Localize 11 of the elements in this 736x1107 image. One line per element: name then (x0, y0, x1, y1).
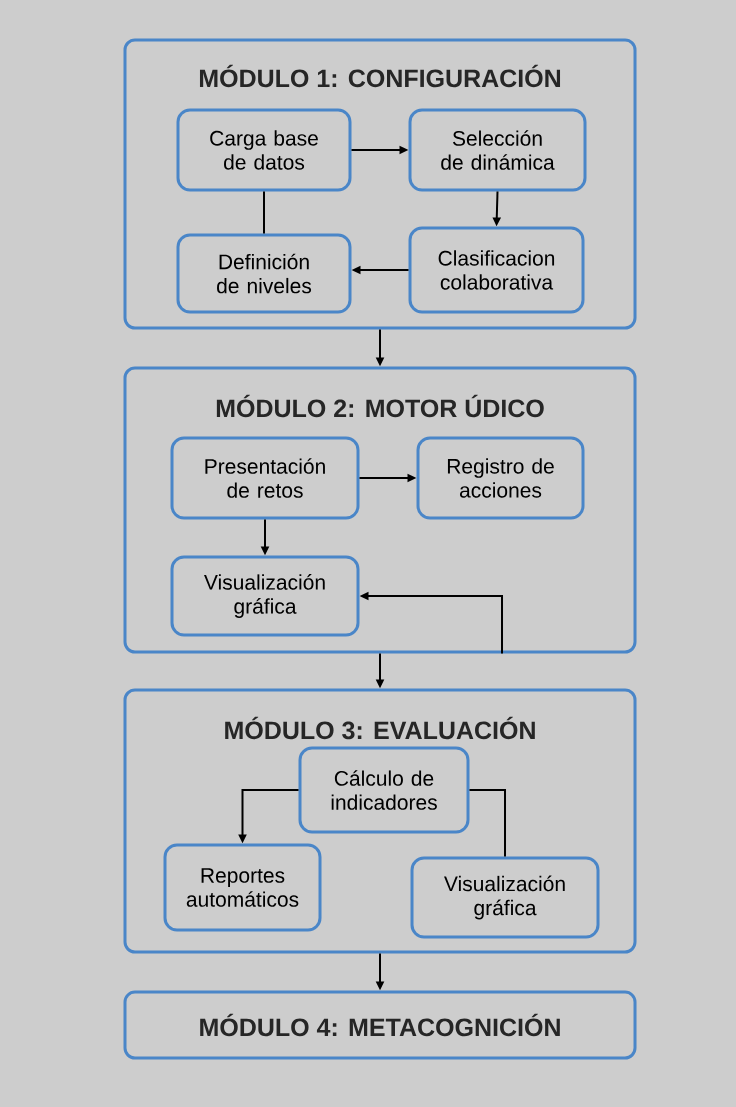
process-box: Registro de acciones (416, 436, 585, 520)
process-box: Definición de niveles (176, 233, 352, 314)
process-box: Cálculo de indicadores (298, 746, 470, 834)
process-box: Visualización gráfica (410, 856, 600, 939)
process-box: Carga base de datos (176, 108, 352, 192)
process-box: Clasificacion colaborativa (408, 226, 585, 314)
process-box: Presentación de retos (170, 436, 360, 520)
process-box: Selección de dinámica (408, 108, 587, 192)
process-box: Visualización gráfica (170, 555, 360, 637)
module-panel: MÓDULO 4: METACOGNICIÓN (123, 990, 637, 1060)
process-box: Reportes automáticos (163, 843, 322, 932)
